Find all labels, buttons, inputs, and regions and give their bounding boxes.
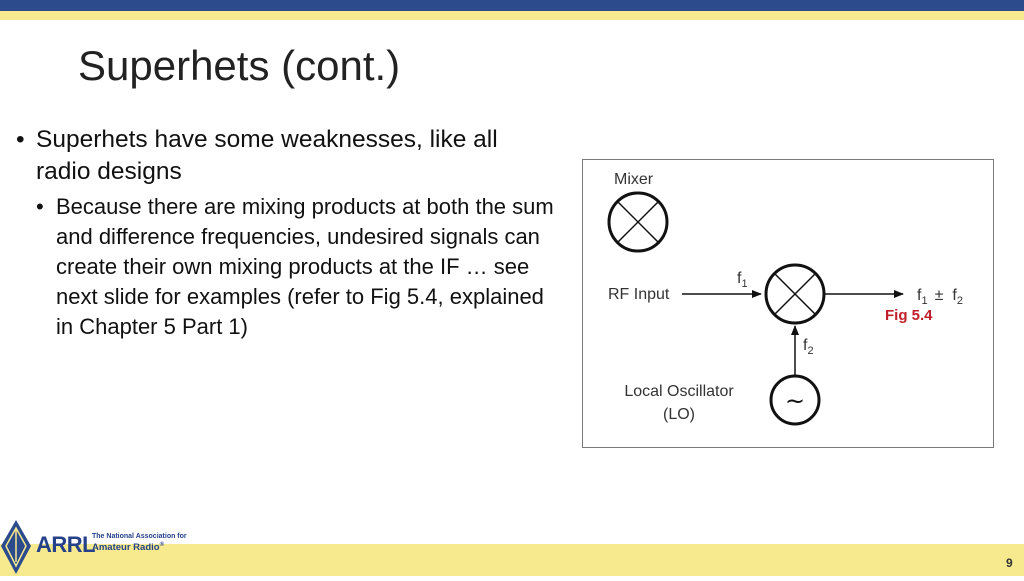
bottom-accent-bar	[0, 544, 1024, 576]
output-label: f1±f2	[917, 287, 963, 307]
arrl-tagline-1: The National Association for	[92, 533, 187, 540]
mixer-symbol-icon	[607, 191, 669, 253]
svg-text:~: ~	[785, 387, 805, 415]
lo-label-line2: (LO)	[663, 406, 695, 423]
mixer-diagram: Mixer RF Input f1 f1±f2 f2 ~ Local Oscil…	[582, 159, 994, 448]
sub-bullet-text: Because there are mixing products at bot…	[56, 194, 554, 339]
arrl-tagline-2: Amateur Radio®	[92, 542, 164, 554]
arrl-diamond-icon	[1, 520, 31, 574]
bullet-dot-icon: •	[36, 194, 44, 219]
bullet-dot-icon: •	[16, 126, 25, 153]
mixer-label: Mixer	[614, 171, 654, 188]
bullet-list: • Superhets have some weaknesses, like a…	[16, 124, 556, 342]
top-accent-bar-blue	[0, 0, 1024, 11]
page-number: 9	[1006, 556, 1013, 570]
local-oscillator-icon: ~	[769, 374, 821, 426]
bullet-level-2: • Because there are mixing products at b…	[36, 192, 556, 342]
mixer-main-icon	[764, 263, 826, 325]
mixer-diagram-svg: Mixer RF Input f1 f1±f2 f2 ~ Local Oscil…	[607, 171, 963, 426]
arrl-logo	[0, 516, 190, 576]
f2-input-label: f2	[803, 337, 814, 357]
f1-input-label: f1	[737, 270, 748, 290]
bullet-level-1: • Superhets have some weaknesses, like a…	[16, 124, 556, 188]
rf-input-label: RF Input	[608, 286, 670, 303]
arrl-logo-text: ARRL	[36, 532, 96, 557]
bullet-text: Superhets have some weaknesses, like all…	[36, 126, 498, 185]
lo-label-line1: Local Oscillator	[624, 383, 734, 400]
slide-title: Superhets (cont.)	[78, 42, 401, 89]
figure-caption: Fig 5.4	[885, 307, 933, 324]
top-accent-bar-yellow	[0, 11, 1024, 20]
